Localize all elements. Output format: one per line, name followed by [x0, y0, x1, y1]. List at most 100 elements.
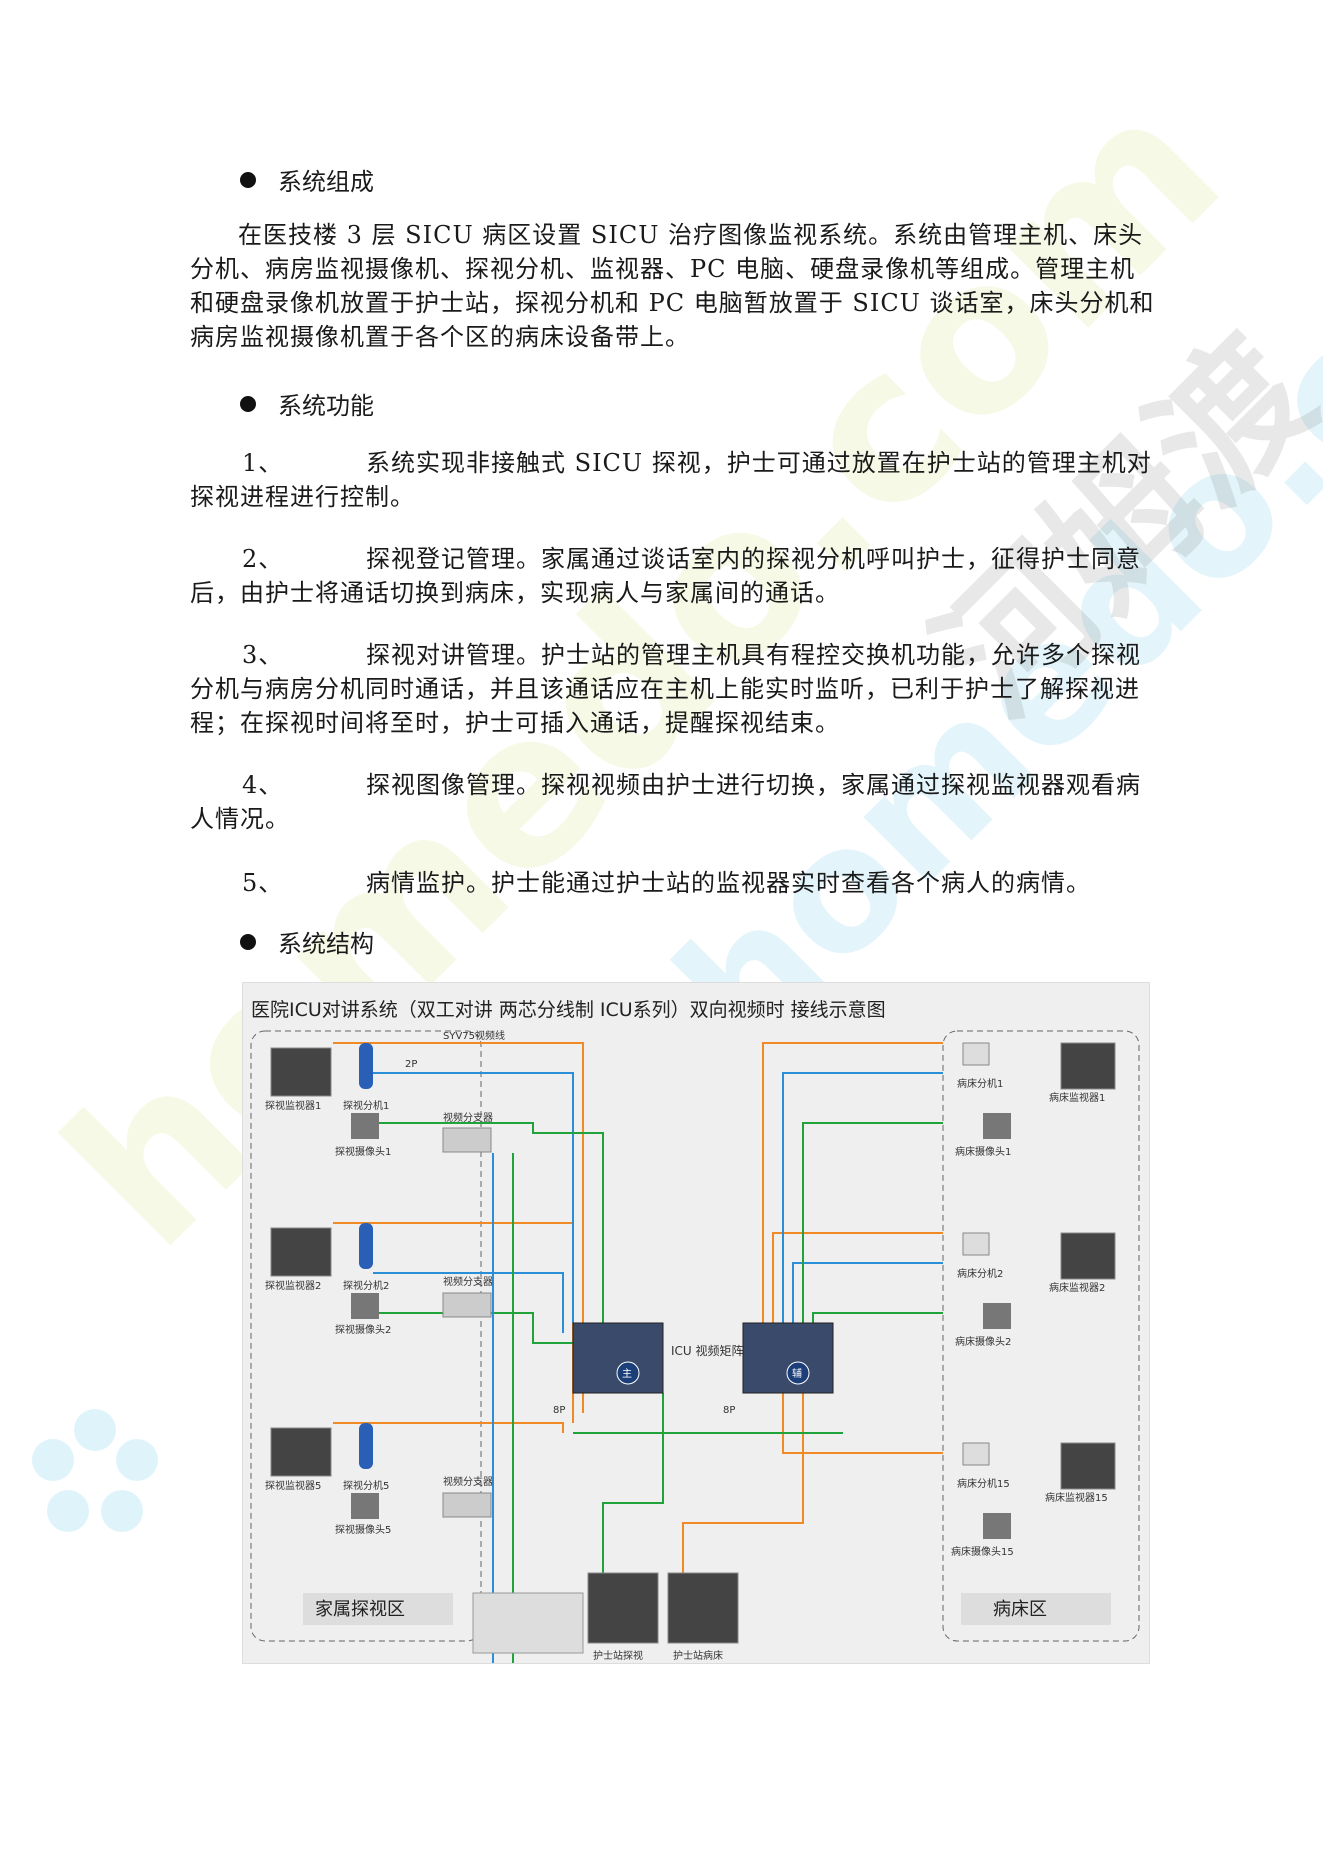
watermark-flower-icon [32, 1409, 158, 1532]
monitor-icon [1060, 1232, 1116, 1280]
item-text: 系统实现非接触式 SICU 探视，护士可通过放置在护士站的管理主机对探视进程进行… [190, 449, 1152, 511]
wiring-diagram: 医院ICU对讲系统（双工对讲 两芯分线制 ICU系列）双向视频时 接线示意图 家… [242, 982, 1150, 1664]
zone-label-bg [303, 1593, 453, 1625]
visitor-set-5: 探视监视器5 探视分机5 探视摄像头5 视频分支器 [265, 1423, 493, 1536]
section-title: 系统功能 [278, 392, 374, 420]
matrix-box [572, 1322, 664, 1394]
bed-set-2: 病床分机2 病床监视器2 病床摄像头2 [955, 1232, 1116, 1348]
item-text: 探视登记管理。家属通过谈话室内的探视分机呼叫护士，征得护士同意后，由护士将通话切… [190, 545, 1141, 607]
section-title: 系统组成 [278, 168, 374, 196]
bottom-label: 护士站病床 [673, 1649, 723, 1662]
splitter-label: 视频分支器 [443, 1275, 493, 1288]
camera-icon [983, 1113, 1011, 1139]
device-label: 病床摄像头1 [955, 1145, 1011, 1158]
matrix-label: 主 [622, 1368, 632, 1380]
device-label: 病床监视器2 [1049, 1281, 1105, 1294]
item-number: 3、 [242, 641, 284, 669]
paragraph: 在医技楼 3 层 SICU 病区设置 SICU 治疗图像监视系统。系统由管理主机… [190, 221, 1155, 351]
matrix-main: 主 [572, 1322, 664, 1394]
item-text: 病情监护。护士能通过护士站的监视器实时查看各个病人的病情。 [366, 869, 1091, 897]
matrix-box [742, 1322, 834, 1394]
wire-label: 8P [723, 1405, 735, 1416]
list-item: 5、 病情监护。护士能通过护士站的监视器实时查看各个病人的病情。 [190, 866, 1160, 900]
device-label: 探视摄像头5 [335, 1523, 391, 1536]
device-label: 探视监视器1 [265, 1099, 321, 1112]
matrix-badge [786, 1361, 810, 1385]
phone-icon [359, 1423, 373, 1469]
monitor-icon [1060, 1042, 1116, 1090]
section-heading: 系统组成 [240, 162, 374, 197]
bullet-icon [240, 171, 256, 188]
item-text: 探视对讲管理。护士站的管理主机具有程控交换机功能，允许多个探视分机与病房分机同时… [190, 641, 1141, 737]
bottom-label: 护士站探视 [593, 1649, 643, 1662]
splitter-icon [442, 1492, 492, 1518]
camera-icon [983, 1513, 1011, 1539]
bed-set-1: 病床分机1 病床监视器1 病床摄像头1 [955, 1042, 1116, 1158]
matrix-badge [616, 1361, 640, 1385]
device-label: 病床监视器1 [1049, 1091, 1105, 1104]
list-item: 3、探视对讲管理。护士站的管理主机具有程控交换机功能，允许多个探视分机与病房分机… [190, 638, 1160, 740]
zone-label-right: 病床区 [993, 1599, 1047, 1620]
bed-extension-icon [962, 1042, 990, 1066]
matrix-title: ICU 视频矩阵 [671, 1343, 744, 1358]
device-label: 探视分机2 [343, 1279, 389, 1292]
device-label: 病床分机1 [957, 1077, 1003, 1090]
device-label: 病床分机15 [957, 1477, 1010, 1490]
matrix-aux: 辅 [742, 1322, 834, 1394]
monitor-icon [1060, 1442, 1116, 1490]
device-label: 探视监视器2 [265, 1279, 321, 1292]
matrix-label: 辅 [792, 1367, 802, 1380]
device-label: 探视摄像头2 [335, 1323, 391, 1336]
visitor-set-2: 探视监视器2 探视分机2 探视摄像头2 视频分支器 [265, 1223, 493, 1336]
list-item: 2、探视登记管理。家属通过谈话室内的探视分机呼叫护士，征得护士同意后，由护士将通… [190, 542, 1160, 610]
bed-set-15: 病床分机15 病床监视器15 病床摄像头15 [951, 1442, 1116, 1558]
zone-label-bg [961, 1593, 1111, 1625]
bullet-icon [240, 395, 256, 412]
camera-icon [351, 1493, 379, 1519]
monitor-icon [270, 1047, 332, 1097]
camera-icon [351, 1293, 379, 1319]
wire-label: 8P [553, 1405, 565, 1416]
camera-icon [983, 1303, 1011, 1329]
diagram-canvas: 家属探视区 病床区 [250, 1029, 1140, 1663]
monitor-icon [270, 1227, 332, 1277]
monitor-icon [667, 1572, 739, 1644]
wire-label: 2P [405, 1059, 417, 1070]
diagram-title: 医院ICU对讲系统（双工对讲 两芯分线制 ICU系列）双向视频时 接线示意图 [251, 999, 886, 1021]
device-label: 病床监视器15 [1045, 1491, 1108, 1504]
splitter-icon [442, 1292, 492, 1318]
bed-zone [942, 1030, 1140, 1642]
monitor-icon [270, 1427, 332, 1477]
list-item: 1、系统实现非接触式 SICU 探视，护士可通过放置在护士站的管理主机对探视进程… [190, 446, 1160, 514]
nurse-host-icon [472, 1592, 584, 1654]
section-heading: 系统功能 [240, 386, 374, 421]
device-label: 病床摄像头15 [951, 1545, 1014, 1558]
zone-label-left: 家属探视区 [315, 1599, 405, 1620]
splitter-label: 视频分支器 [443, 1111, 493, 1124]
item-number: 5、 [242, 869, 284, 897]
device-label: 探视分机1 [343, 1099, 389, 1112]
wire-label: SYV75视频线 [443, 1029, 505, 1042]
device-label: 探视监视器5 [265, 1479, 321, 1492]
visitor-zone [250, 1030, 482, 1642]
section-title: 系统结构 [278, 930, 374, 958]
item-number: 2、 [242, 545, 284, 573]
bed-extension-icon [962, 1442, 990, 1466]
splitter-label: 视频分支器 [443, 1475, 493, 1488]
list-item: 4、探视图像管理。探视视频由护士进行切换，家属通过探视监视器观看病人情况。 [190, 768, 1160, 836]
device-label: 探视摄像头1 [335, 1145, 391, 1158]
splitter-icon [442, 1127, 492, 1153]
item-text: 探视图像管理。探视视频由护士进行切换，家属通过探视监视器观看病人情况。 [190, 771, 1141, 833]
section-heading: 系统结构 [240, 924, 374, 959]
phone-icon [359, 1223, 373, 1269]
device-label: 探视分机5 [343, 1479, 389, 1492]
item-number: 4、 [242, 771, 284, 799]
device-label: 病床摄像头2 [955, 1335, 1011, 1348]
phone-icon [359, 1043, 373, 1089]
bullet-icon [240, 933, 256, 950]
device-label: 病床分机2 [957, 1267, 1003, 1280]
camera-icon [351, 1113, 379, 1139]
bed-extension-icon [962, 1232, 990, 1256]
item-number: 1、 [242, 449, 284, 477]
monitor-icon [587, 1572, 659, 1644]
